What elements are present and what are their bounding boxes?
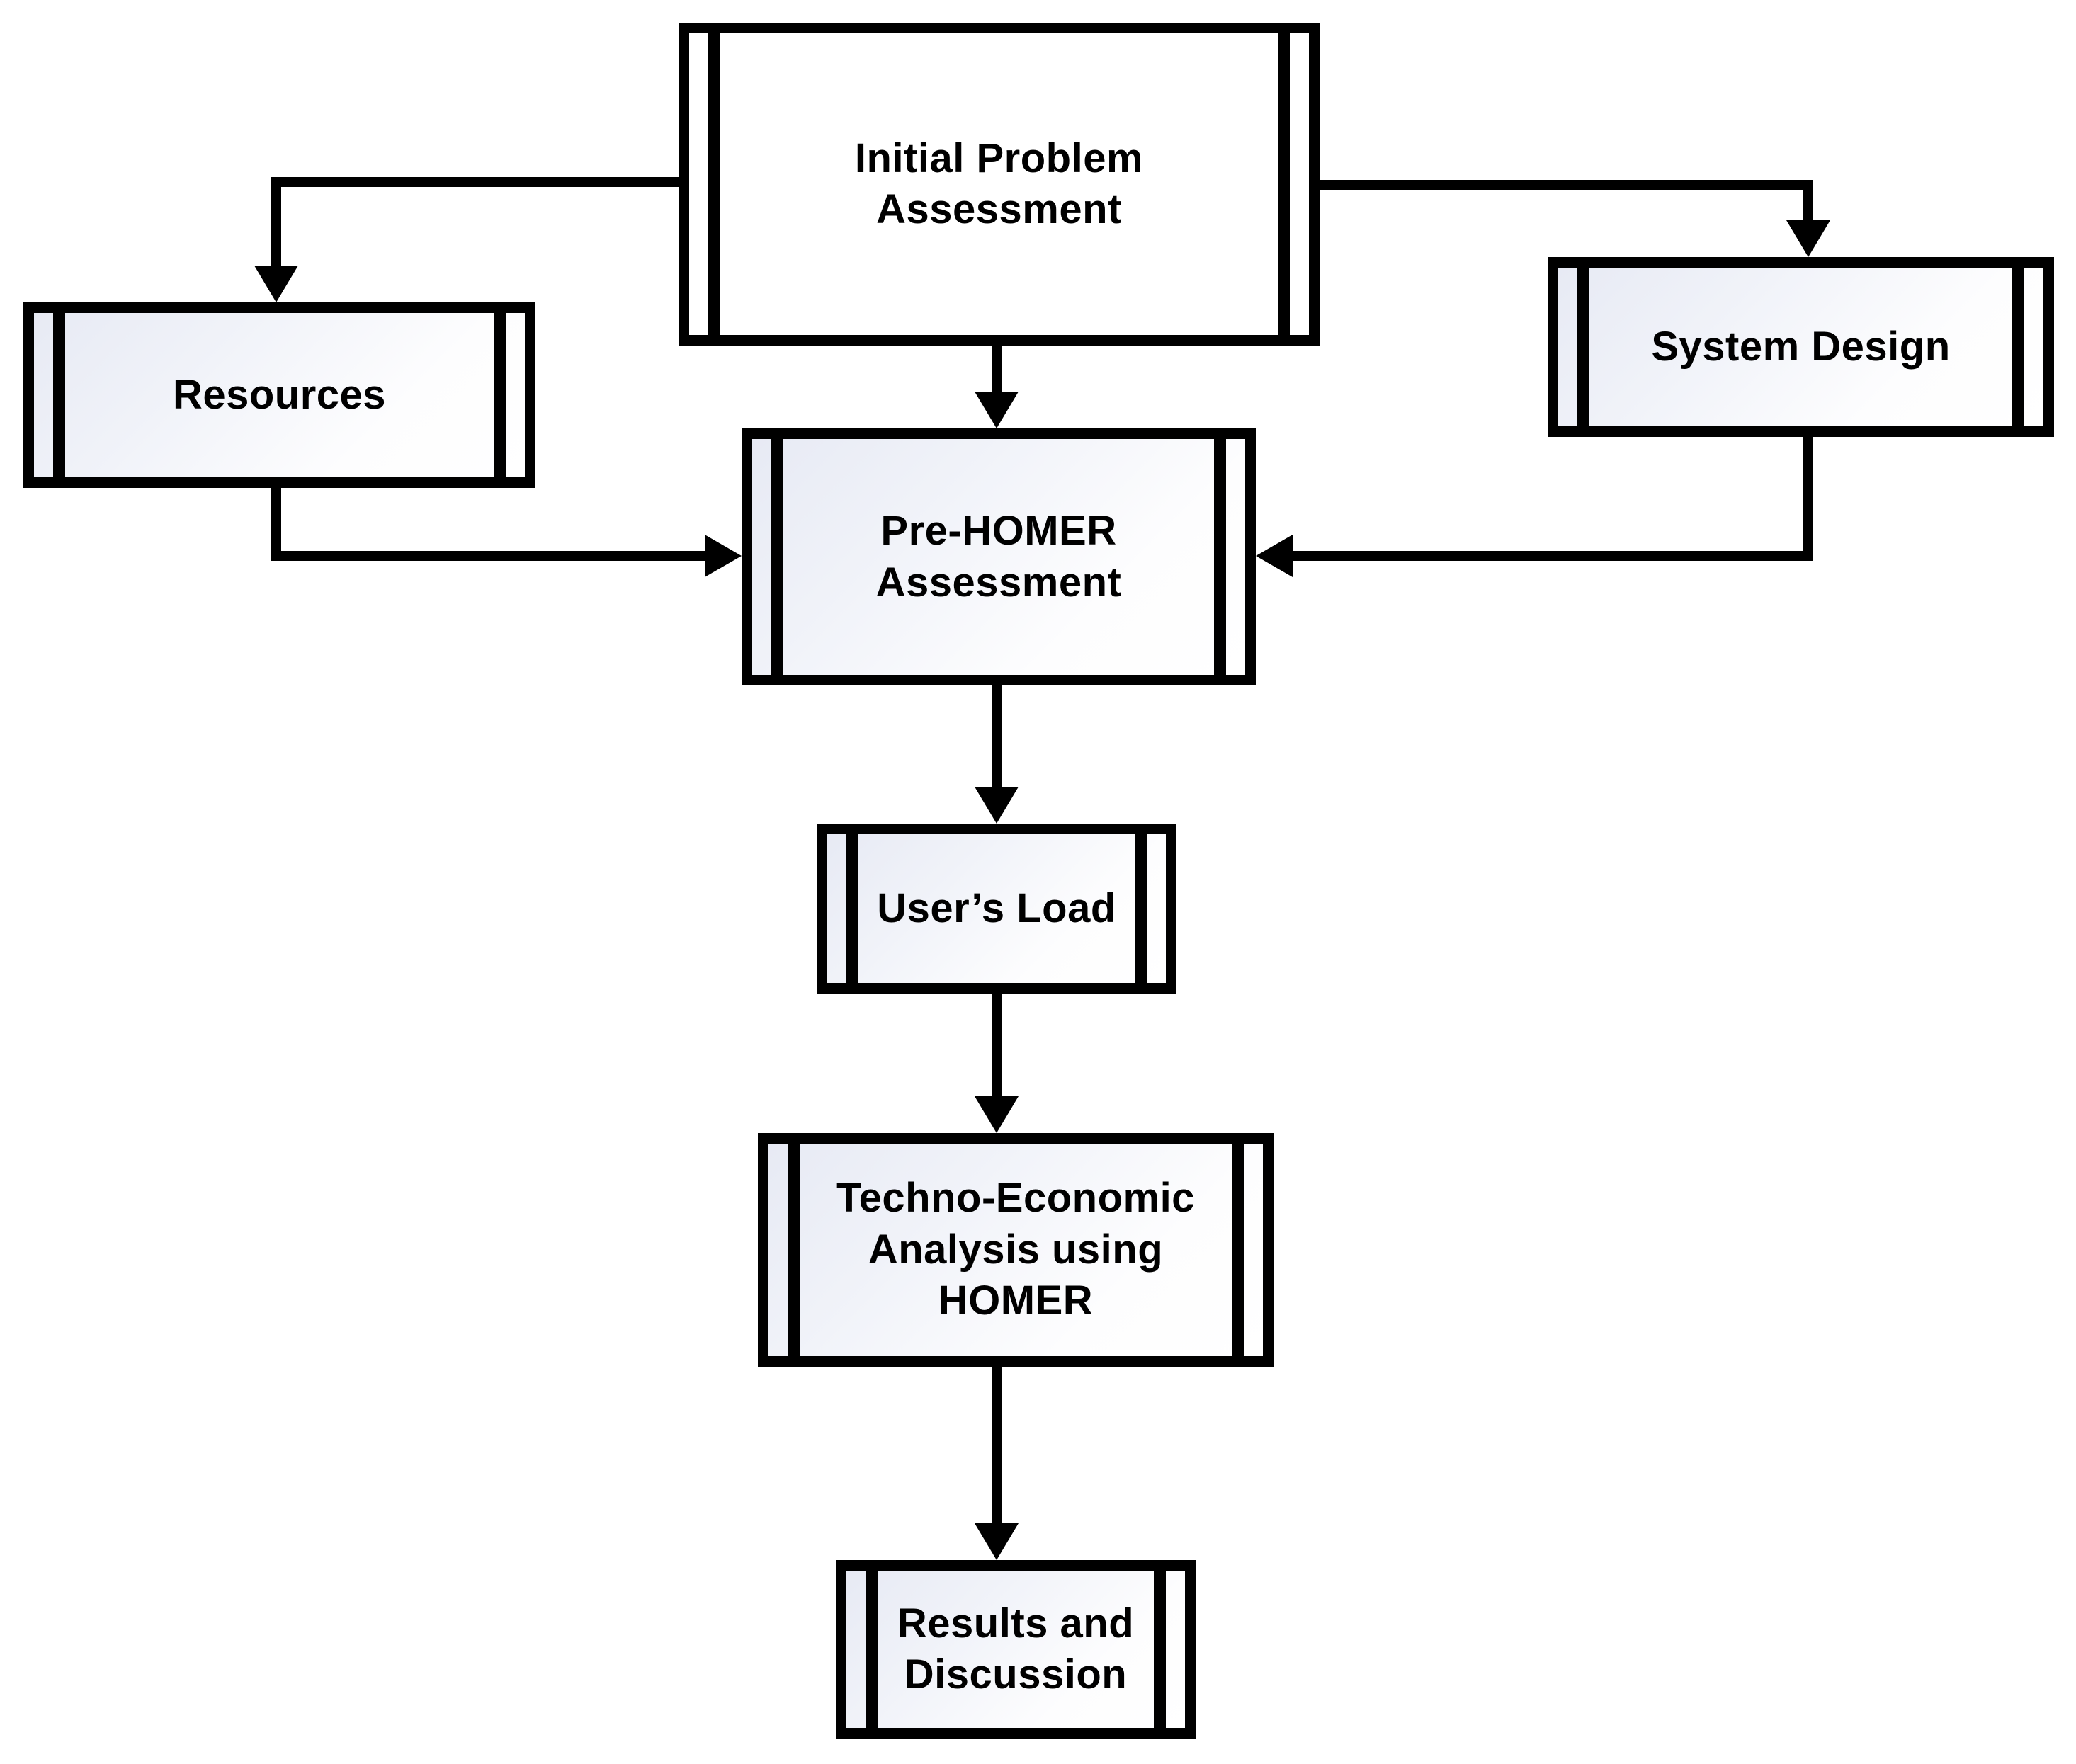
edge-system-design-to-pre-homer-vline — [1803, 436, 1813, 561]
arrowhead-down-into-resources — [254, 266, 298, 302]
edge-initial-to-resources-hline — [276, 177, 684, 187]
predefined-process-left-bar — [846, 834, 858, 983]
predefined-process-right-bar — [1135, 834, 1147, 983]
arrowhead-down-into-system-design — [1786, 220, 1830, 257]
node-label-system-design: System Design — [1651, 323, 1951, 370]
edge-initial-to-resources-vline — [271, 177, 281, 269]
predefined-process-left-bar — [53, 313, 65, 477]
predefined-process-left-bar — [771, 439, 783, 675]
arrowhead-left-into-pre-homer — [1256, 535, 1293, 577]
edge-techno-economic-to-results-vline — [992, 1365, 1002, 1526]
arrowhead-down-into-results — [975, 1523, 1019, 1560]
predefined-process-right-bar — [1214, 439, 1226, 675]
predefined-process-left-bar — [866, 1571, 878, 1728]
predefined-process-left-bar — [708, 33, 720, 335]
flow-node-initial-problem-assessment: Initial Problem Assessment — [679, 23, 1320, 346]
node-label-pre-homer-assessment: Pre-HOMER Assessment — [875, 508, 1122, 605]
edge-users-load-to-techno-economic-vline — [992, 992, 1002, 1099]
edge-initial-to-pre-homer-vline — [992, 344, 1002, 394]
arrowhead-right-into-pre-homer — [705, 535, 742, 577]
arrowhead-down-into-pre-homer — [975, 392, 1019, 428]
arrowhead-down-into-users-load — [975, 787, 1019, 824]
arrowhead-down-into-techno-economic — [975, 1096, 1019, 1133]
flow-node-pre-homer-assessment: Pre-HOMER Assessment — [742, 428, 1256, 685]
node-label-resources: Resources — [172, 371, 387, 418]
flow-node-resources: Resources — [23, 302, 535, 488]
node-label-initial-problem-assessment: Initial Problem Assessment — [854, 135, 1144, 233]
predefined-process-left-bar — [1577, 268, 1589, 426]
predefined-process-right-bar — [1154, 1571, 1166, 1728]
node-label-users-load: User’s Load — [877, 884, 1116, 931]
edge-resources-to-pre-homer-vline — [271, 486, 281, 561]
flow-node-techno-economic-analysis: Techno-Economic Analysis using HOMER — [758, 1133, 1274, 1367]
flow-node-users-load: User’s Load — [817, 824, 1176, 994]
predefined-process-right-bar — [1278, 33, 1290, 335]
edge-initial-to-system-design-vline — [1803, 180, 1813, 224]
edge-initial-to-system-design-hline — [1315, 180, 1813, 190]
flow-node-system-design: System Design — [1548, 257, 2054, 437]
node-label-techno-economic-analysis: Techno-Economic Analysis using HOMER — [836, 1175, 1195, 1324]
predefined-process-right-bar — [1232, 1144, 1244, 1356]
edge-resources-to-pre-homer-hline — [271, 551, 706, 561]
predefined-process-right-bar — [494, 313, 506, 477]
edge-system-design-to-pre-homer-hline — [1291, 551, 1813, 561]
flow-node-results-and-discussion: Results and Discussion — [836, 1560, 1196, 1739]
edge-pre-homer-to-users-load-vline — [992, 684, 1002, 790]
node-label-results-and-discussion: Results and Discussion — [897, 1600, 1135, 1698]
predefined-process-right-bar — [2012, 268, 2024, 426]
predefined-process-left-bar — [788, 1144, 800, 1356]
